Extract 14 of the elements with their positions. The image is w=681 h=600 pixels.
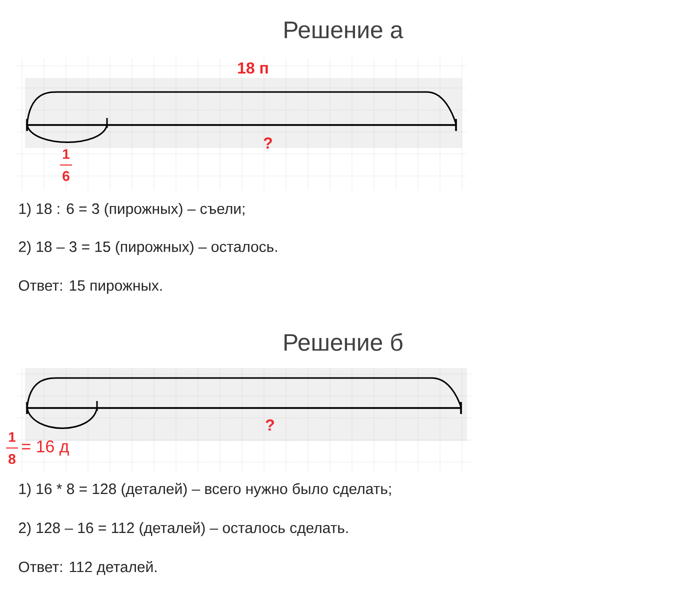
length-label: 18 п <box>238 62 268 74</box>
solution-line: 1) 16 * 8 = 128 (деталей) – всего нужно было сделать; <box>19 482 391 498</box>
solution-line: 1) 18 : 6 = 3 (пирожных) – съели; <box>19 203 244 217</box>
solution-line: Ответ: 15 пирожных. <box>18 280 162 294</box>
heading: Решение а <box>284 22 404 38</box>
solution-line: 2) 128 – 16 = 112 (деталей) – осталось сделать. <box>18 522 348 536</box>
question-mark: ? <box>266 419 274 431</box>
question-mark: ? <box>264 137 272 149</box>
fraction-label: 1 6 <box>60 149 72 181</box>
length-label: = 16 д <box>22 440 69 456</box>
heading: Решение б <box>284 333 402 351</box>
solution-line: 2) 18 – 3 = 15 (пирожных) – осталось. <box>18 241 277 255</box>
fraction-label: 1 8 <box>6 432 18 464</box>
solution-line: Ответ: 112 деталей. <box>18 560 156 576</box>
